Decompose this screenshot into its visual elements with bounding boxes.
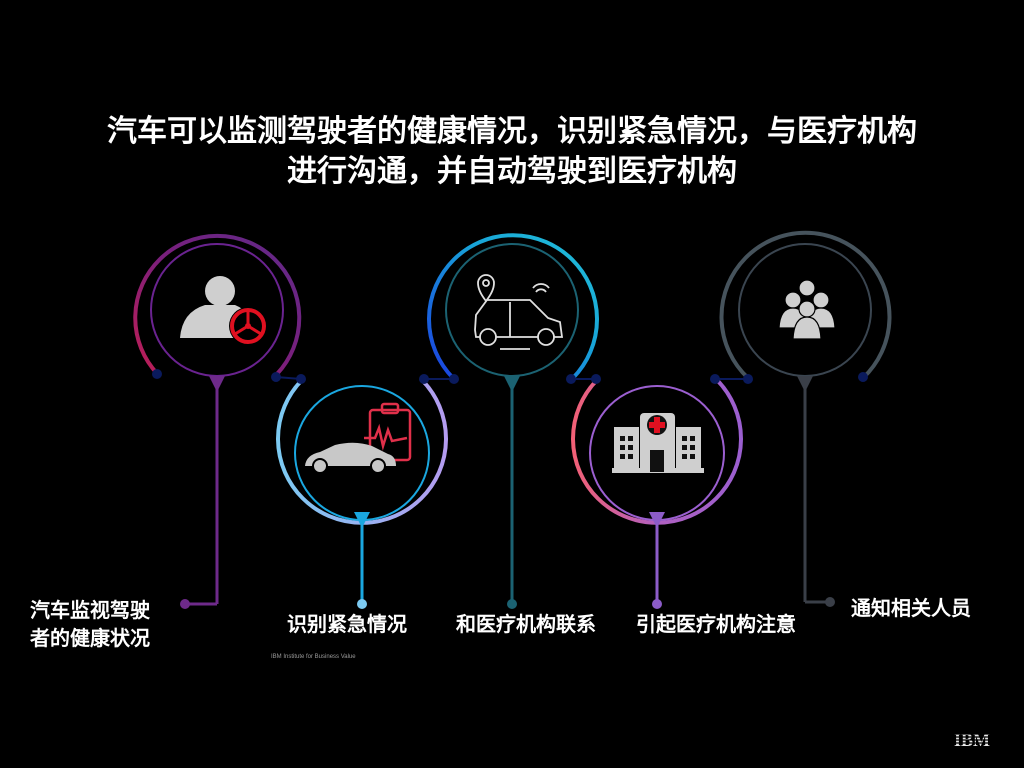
- step-1-label: 汽车监视驾驶 者的健康状况: [30, 598, 150, 650]
- step-1-node: [133, 233, 302, 609]
- step-5-node: [719, 230, 892, 607]
- ring-connectors: [152, 369, 868, 384]
- step-5-label: 通知相关人员: [851, 596, 971, 620]
- inner-ring: [445, 243, 579, 377]
- car-health-clipboard-icon: [305, 402, 412, 474]
- page-title: 汽车可以监测驾驶者的健康情况，识别紧急情况，与医疗机构 进行沟通，并自动驾驶到医…: [0, 112, 1024, 192]
- group-people-icon: [778, 279, 836, 340]
- outer-ring: [133, 233, 302, 376]
- connected-car-location-icon: [474, 274, 564, 350]
- outer-ring: [427, 233, 599, 380]
- step-3-node: [427, 233, 599, 609]
- credit-text: IBM Institute for Business Value: [271, 654, 356, 660]
- title-line-2: 进行沟通，并自动驾驶到医疗机构: [287, 154, 737, 189]
- hospital-icon: [612, 413, 704, 473]
- ibm-logo: IBM: [951, 730, 993, 750]
- step-4-label: 引起医疗机构注意: [636, 612, 796, 636]
- step-3-label: 和医疗机构联系: [456, 612, 596, 636]
- step-4-node: [571, 378, 743, 609]
- outer-ring: [719, 230, 892, 380]
- step-2-node: [276, 378, 448, 609]
- driver-steering-wheel-icon: [180, 276, 267, 345]
- title-line-1: 汽车可以监测驾驶者的健康情况，识别紧急情况，与医疗机构: [107, 114, 917, 149]
- step-2-label: 识别紧急情况: [287, 612, 407, 636]
